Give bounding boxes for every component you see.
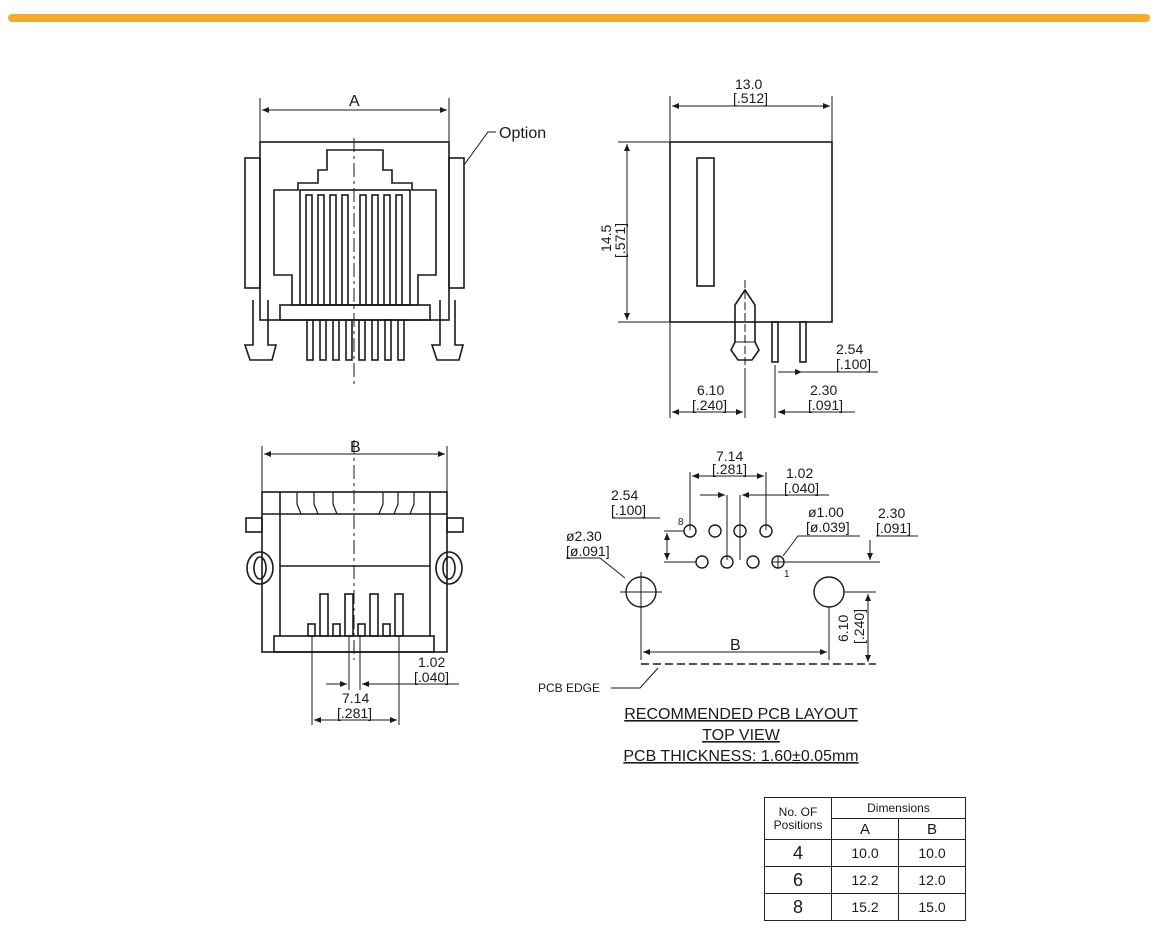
- table-header-a: A: [831, 818, 899, 840]
- bottom-gap-value: 1.02: [418, 654, 445, 670]
- table-cell-positions: 8: [764, 893, 832, 921]
- table-row: 4 10.0 10.0: [764, 839, 966, 867]
- table-cell-a: 10.0: [831, 839, 899, 867]
- table-header-positions-line2: Positions: [773, 817, 823, 832]
- pcb-pin-last: 8: [678, 517, 684, 528]
- side-rowgap-value: 2.30: [810, 382, 837, 398]
- table-cell-b: 15.0: [898, 893, 966, 921]
- pcb-small-hole-value: ø1.00: [808, 504, 844, 520]
- table-header-b: B: [898, 818, 966, 840]
- pcb-gap-value: 1.02: [786, 465, 813, 481]
- pcb-caption-1: RECOMMENDED PCB LAYOUT: [624, 706, 858, 723]
- pcb-rowgap-inch: [.091]: [876, 520, 911, 536]
- pcb-width-label: B: [730, 637, 741, 654]
- table-header-positions-line1: No. OF: [778, 804, 818, 819]
- table-cell-positions: 6: [764, 866, 832, 894]
- side-pitch-value: 2.54: [836, 341, 863, 357]
- pcb-pitch-value: 2.54: [611, 487, 638, 503]
- pcb-large-hole-inch: [ø.091]: [566, 543, 610, 559]
- side-width-inch: [.512]: [733, 90, 768, 106]
- pcb-rowgap-value: 2.30: [878, 505, 905, 521]
- side-pitch-inch: [.100]: [836, 356, 871, 372]
- pcb-span-value: 7.14: [716, 448, 743, 464]
- pcb-layout: [566, 472, 918, 689]
- side-offset-inch: [.240]: [692, 397, 727, 413]
- table-header-positions: No. OF Positions: [764, 797, 832, 840]
- pcb-pin-first: 1: [784, 569, 790, 580]
- bottom-width-label: B: [350, 439, 361, 456]
- pcb-edge-label: PCB EDGE: [538, 681, 600, 695]
- table-row: 6 12.2 12.0: [764, 866, 966, 894]
- pcb-pitch-inch: [.100]: [611, 502, 646, 518]
- pcb-large-hole-value: ø2.30: [566, 528, 602, 544]
- side-height-inch: [.571]: [612, 223, 628, 258]
- side-view: [618, 96, 878, 418]
- bottom-gap-inch: [.040]: [414, 669, 449, 685]
- table-cell-b: 12.0: [898, 866, 966, 894]
- table-cell-a: 12.2: [831, 866, 899, 894]
- side-rowgap-inch: [.091]: [808, 397, 843, 413]
- dimensions-table: No. OF Positions Dimensions A B 4 10.0 1…: [764, 797, 966, 921]
- option-label: Option: [499, 125, 546, 142]
- table-row: 8 15.2 15.0: [764, 893, 966, 921]
- front-view: [243, 98, 496, 388]
- table-cell-b: 10.0: [898, 839, 966, 867]
- side-height-value: 14.5: [598, 225, 614, 252]
- pcb-gap-inch: [.040]: [784, 480, 819, 496]
- pcb-caption-2: TOP VIEW: [702, 727, 781, 744]
- side-width-value: 13.0: [735, 76, 762, 92]
- side-offset-value: 6.10: [697, 382, 724, 398]
- table-cell-a: 15.2: [831, 893, 899, 921]
- pcb-caption-3: PCB THICKNESS: 1.60±0.05mm: [623, 748, 858, 765]
- pcb-offset-value: 6.10: [835, 615, 851, 642]
- table-header-dimensions: Dimensions: [831, 797, 966, 819]
- front-width-label: A: [349, 93, 360, 110]
- table-cell-positions: 4: [764, 839, 832, 867]
- pcb-offset-inch: [.240]: [851, 609, 867, 644]
- bottom-span-inch: [.281]: [337, 705, 372, 721]
- accent-bar: [8, 14, 1150, 22]
- pcb-span-inch: [.281]: [712, 461, 747, 477]
- pcb-small-hole-inch: [ø.039]: [806, 519, 850, 535]
- bottom-span-value: 7.14: [342, 690, 369, 706]
- bottom-view: [245, 440, 464, 725]
